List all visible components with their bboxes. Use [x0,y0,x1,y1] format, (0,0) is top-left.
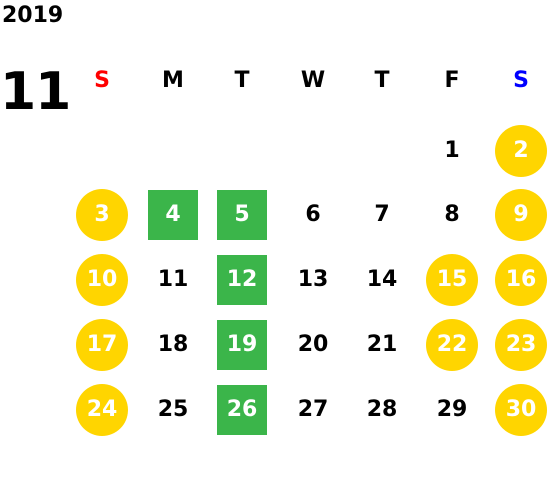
weekday-label-thu: T [374,68,390,93]
day-cell-5[interactable]: 5 [217,190,267,240]
day-cell-9[interactable]: 9 [495,189,547,241]
weekday-label-fri: F [444,68,460,93]
day-cell-22[interactable]: 22 [426,319,478,371]
day-cell-29[interactable]: 29 [436,397,468,422]
calendar-month: 11 [0,62,71,122]
day-cell-16[interactable]: 16 [495,254,547,306]
weekday-label-tue: T [234,68,250,93]
day-cell-10[interactable]: 10 [76,254,128,306]
calendar-year: 2019 [2,3,64,28]
day-cell-24[interactable]: 24 [76,384,128,436]
day-cell-23[interactable]: 23 [495,319,547,371]
day-cell-7[interactable]: 7 [374,202,390,227]
day-cell-17[interactable]: 17 [76,319,128,371]
day-cell-13[interactable]: 13 [297,267,329,292]
day-cell-1[interactable]: 1 [444,138,460,163]
weekday-label-sat: S [513,68,529,93]
day-cell-28[interactable]: 28 [366,397,398,422]
day-cell-30[interactable]: 30 [495,384,547,436]
day-cell-20[interactable]: 20 [297,332,329,357]
day-cell-2[interactable]: 2 [495,125,547,177]
day-cell-19[interactable]: 19 [217,320,267,370]
day-cell-4[interactable]: 4 [148,190,198,240]
day-cell-21[interactable]: 21 [366,332,398,357]
weekday-label-wed: W [300,68,326,93]
day-cell-15[interactable]: 15 [426,254,478,306]
day-cell-18[interactable]: 18 [157,332,189,357]
day-cell-6[interactable]: 6 [305,202,321,227]
day-cell-12[interactable]: 12 [217,255,267,305]
day-cell-27[interactable]: 27 [297,397,329,422]
weekday-label-mon: M [162,68,184,93]
day-cell-25[interactable]: 25 [157,397,189,422]
day-cell-14[interactable]: 14 [366,267,398,292]
weekday-label-sun: S [94,68,110,93]
day-cell-26[interactable]: 26 [217,385,267,435]
day-cell-8[interactable]: 8 [444,202,460,227]
day-cell-11[interactable]: 11 [157,267,189,292]
day-cell-3[interactable]: 3 [76,189,128,241]
